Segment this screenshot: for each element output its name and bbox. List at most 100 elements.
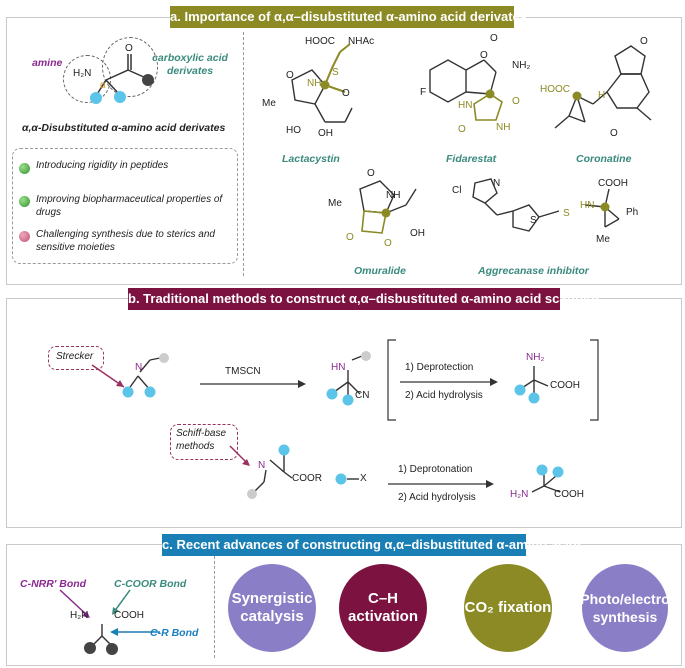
fid-hn: HN [458, 100, 473, 111]
feature-3: Challenging synthesis due to sterics and… [36, 229, 215, 253]
agg-s: S [530, 215, 537, 226]
schiff-base-structure [247, 444, 293, 499]
lac-nhac: NHAc [348, 36, 375, 47]
topic-ch-activation: C–H activation [339, 564, 427, 652]
reaction-arrow-3 [388, 480, 494, 488]
tmscn-label: TMSCN [225, 366, 261, 377]
cor-hooc: HOOC [540, 84, 570, 95]
aminonitrile-hn: HN [331, 362, 346, 373]
agg-cl: Cl [452, 185, 462, 196]
step2-label: 2) Acid hydrolysis [405, 390, 483, 401]
schiff-coor: COOR [292, 473, 322, 484]
lac-o2: O [342, 88, 350, 99]
green-bullet-icon [19, 163, 30, 174]
strecker-arrow [91, 364, 125, 388]
step1-label: 1) Deprotection [405, 362, 474, 373]
core-h2n: H₂N [73, 68, 92, 79]
omu-o2: O [346, 232, 354, 243]
agg-ph: Ph [626, 207, 639, 218]
schiff-arrow [229, 445, 250, 466]
agg-cooh: COOH [598, 178, 628, 189]
cor-h: H [598, 90, 606, 101]
omu-oh: OH [410, 228, 425, 239]
omu-nh: NH [386, 190, 401, 201]
cor-o2: O [610, 128, 618, 139]
lactacystin-structure [291, 43, 353, 123]
reaction-arrow-1 [200, 380, 306, 388]
schiff-label: Schiff-base methods [176, 428, 227, 452]
coronatine-structure [554, 45, 652, 129]
aminonitrile-structure [326, 351, 371, 406]
schiff-n: N [258, 460, 266, 471]
lac-hooc: HOOC [305, 36, 335, 47]
omuralide-label: Omuralide [354, 265, 406, 277]
carboxyl-outline [102, 37, 158, 97]
section-a-title: a. Importance of α,α–disubstituted α-ami… [170, 6, 527, 28]
core-o: O [125, 43, 133, 54]
feature-2: Improving biopharmaceutical properties o… [36, 194, 223, 218]
bracket-right [590, 339, 599, 421]
features-box [12, 148, 238, 264]
pink-bullet-icon [19, 231, 30, 242]
fid-nh2: NH₂ [512, 60, 531, 71]
fidarestat-label: Fidarestat [446, 153, 497, 165]
bond-c-coor-label: C-COOR Bond [114, 578, 187, 590]
lactacystin-label: Lactacystin [282, 153, 340, 165]
aggrecanase-structure [472, 178, 620, 232]
agg-hn: HN [580, 200, 595, 211]
lac-s: S [332, 67, 339, 78]
amino-acid-product-2 [531, 464, 564, 493]
fid-f: F [420, 87, 427, 98]
strecker-box [48, 346, 104, 370]
omu-o3: O [384, 238, 392, 249]
agg-s2: S [563, 208, 570, 219]
topic-photo-electro-synthesis: Photo/electro synthesis [580, 564, 670, 652]
reaction-arrow-2 [400, 378, 498, 386]
imine-structure [122, 353, 169, 398]
strecker-label: Strecker [56, 351, 94, 362]
lac-ho: HO [286, 125, 301, 136]
panel-b [6, 298, 682, 528]
schiff-box [170, 424, 238, 460]
fid-o3: O [512, 96, 520, 107]
agg-me: Me [596, 234, 610, 245]
product1-cooh: COOH [550, 380, 580, 391]
bracket-left [387, 339, 396, 421]
lac-o1: O [286, 70, 294, 81]
section-c-title: c. Recent advances of constructing α,α–d… [162, 534, 584, 556]
agg-n: N [493, 178, 501, 189]
omu-me: Me [328, 198, 342, 209]
lac-nh: NH [307, 78, 322, 89]
topic-co2-fixation: CO₂ fixation [464, 564, 552, 652]
core-alpha: α [100, 80, 106, 91]
fid-o4: O [458, 124, 466, 135]
divider-c [214, 556, 215, 658]
fid-nh: NH [496, 122, 511, 133]
lac-me: Me [262, 98, 276, 109]
c-h2n: H₂N [70, 610, 89, 621]
amino-acid-product-1 [514, 366, 549, 404]
bond-c-r-label: C-R Bond [150, 627, 199, 639]
product2-cooh: COOH [554, 489, 584, 500]
cor-o1: O [640, 36, 648, 47]
aminonitrile-cn: CN [355, 390, 370, 401]
green-bullet-icon [19, 196, 30, 207]
coronatine-label: Coronatine [576, 153, 632, 165]
divider-a [243, 32, 244, 276]
bond-c-nrr-label: C-NRR' Bond [20, 578, 87, 590]
c-cooh: COOH [114, 610, 144, 621]
core-amino-acid-structure [90, 54, 154, 104]
electrophile-x: X [360, 473, 367, 484]
aggrecanase-label: Aggrecanase inhibitor [478, 265, 589, 277]
carboxylic-label: carboxylic acid derivates [152, 52, 228, 77]
omu-o1: O [367, 168, 375, 179]
omuralide-structure [359, 180, 417, 234]
core-caption: α,α-Disubstituted α-amino acid derivates [22, 122, 226, 134]
topic-synergistic-catalysis: Synergistic catalysis [228, 564, 316, 652]
amine-label: amine [32, 57, 63, 69]
bond-disconnection-structure [59, 589, 160, 655]
imine-n: N [135, 362, 143, 373]
lac-oh: OH [318, 128, 333, 139]
step3-label: 1) Deprotonation [398, 464, 473, 475]
product2-h2n: H₂N [510, 489, 529, 500]
